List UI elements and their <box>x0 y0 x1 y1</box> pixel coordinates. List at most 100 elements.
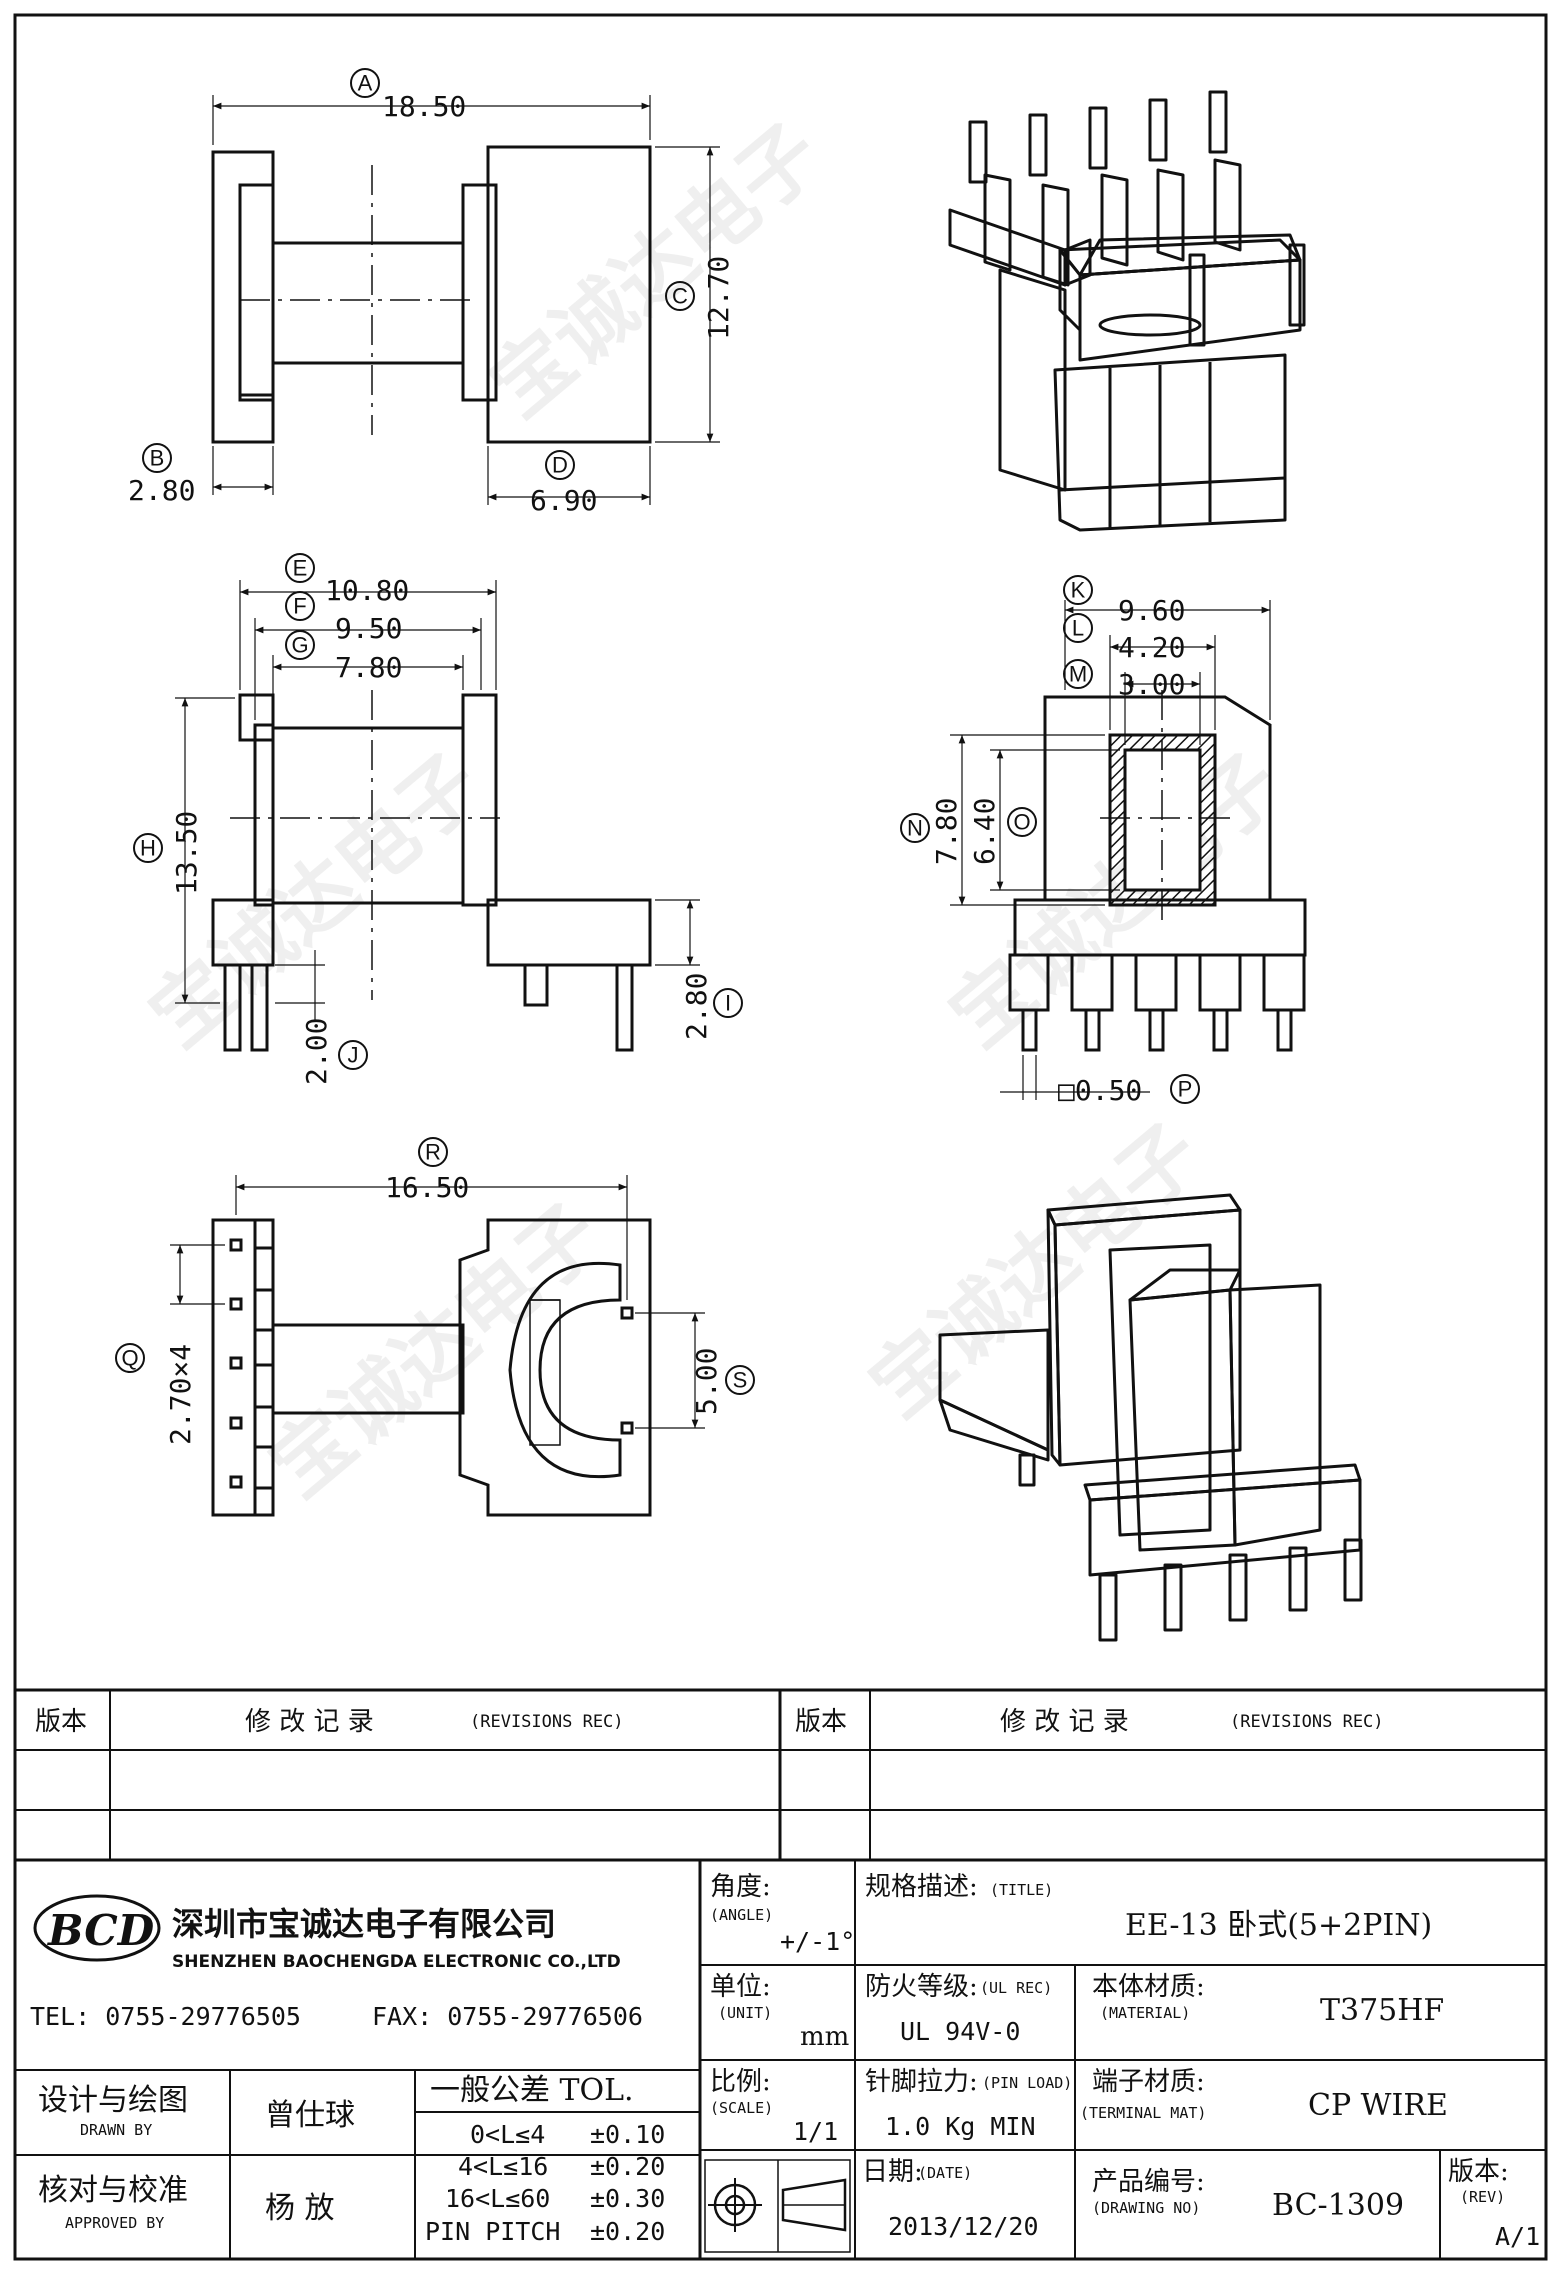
dim-marker-K <box>1063 575 1093 605</box>
dim-N: 7.80 <box>930 798 963 865</box>
svg-text:M: M <box>1069 662 1087 687</box>
svg-text:H: H <box>140 836 156 861</box>
dim-D: 6.90 <box>530 484 597 517</box>
drawing-label-en: (DRAWING NO) <box>1092 2199 1200 2217</box>
side-view-labels: K 9.60 L 4.20 M 3.00 N 7.80 6.40 O □0.50… <box>900 575 1200 1107</box>
rev-version-header-2: 版本 <box>795 1707 847 1737</box>
dim-marker-H <box>133 833 163 863</box>
date-label: 日期: <box>862 2157 923 2187</box>
tol-value-1: ±0.10 <box>590 2120 665 2149</box>
tol-range-2: 4<L≤16 <box>458 2152 548 2181</box>
ul-label-en: (UL REC) <box>980 1979 1052 1997</box>
title-label: 规格描述: <box>865 1872 978 1902</box>
dim-S: 5.00 <box>690 1348 723 1415</box>
dim-Q: 2.70×4 <box>164 1344 197 1445</box>
svg-text:Q: Q <box>121 1346 138 1371</box>
dim-H: 13.50 <box>170 811 203 895</box>
dim-marker-I <box>713 988 743 1018</box>
rev-record-header-1: 修 改 记 录 <box>245 1707 374 1737</box>
dim-M: 3.00 <box>1118 668 1185 701</box>
ul-value: UL 94V-0 <box>900 2017 1020 2046</box>
drawing-label: 产品编号: <box>1092 2167 1205 2197</box>
drawn-label: 设计与绘图 <box>38 2083 188 2118</box>
unit-label-en: (UNIT) <box>718 2004 772 2022</box>
tol-value-2: ±0.20 <box>590 2152 665 2181</box>
dim-L: 4.20 <box>1118 631 1185 664</box>
svg-text:I: I <box>725 991 731 1016</box>
company-info: 深圳市宝诚达电子有限公司 SHENZHEN BAOCHENGDA ELECTRO… <box>30 1905 643 2031</box>
drawn-label-en: DRAWN BY <box>80 2121 152 2139</box>
rev-value: A/1 <box>1495 2222 1540 2251</box>
dim-marker-M <box>1063 659 1093 689</box>
isometric-view-top <box>948 90 1306 532</box>
front-view <box>175 580 700 1052</box>
pinload-value: 1.0 Kg MIN <box>885 2112 1036 2141</box>
svg-text:J: J <box>348 1043 359 1068</box>
rev-version-header-1: 版本 <box>35 1707 87 1737</box>
dim-marker-Q <box>115 1343 145 1373</box>
terminal-label: 端子材质: <box>1092 2067 1205 2097</box>
side-view <box>950 600 1307 1100</box>
dim-G: 7.80 <box>335 651 402 684</box>
dim-marker-L <box>1063 613 1093 643</box>
dim-K: 9.60 <box>1118 594 1185 627</box>
date-value: 2013/12/20 <box>888 2212 1039 2241</box>
dim-marker-N <box>900 813 930 843</box>
rev-label: 版本: <box>1448 2157 1509 2187</box>
drawing-value: BC-1309 <box>1272 2188 1404 2223</box>
title-label-en: (TITLE) <box>990 1881 1053 1899</box>
approved-label: 核对与校准 <box>38 2173 188 2208</box>
angle-value: +/-1° <box>780 1927 855 1956</box>
revision-table-text: 版本 修 改 记 录 (REVISIONS REC) 版本 修 改 记 录 (R… <box>35 1707 1384 1737</box>
dim-marker-R <box>418 1137 448 1167</box>
dim-J: 2.00 <box>300 1018 333 1085</box>
rev-record-header-2: 修 改 记 录 <box>1000 1707 1129 1737</box>
company-name-cn: 深圳市宝诚达电子有限公司 <box>172 1905 556 1943</box>
title-block-fields: 设计与绘图 DRAWN BY 曾仕球 核对与校准 APPROVED BY 杨 放… <box>38 1872 1540 2251</box>
tol-value-4: ±0.20 <box>590 2217 665 2246</box>
dim-R: 16.50 <box>385 1171 469 1204</box>
svg-text:E: E <box>293 556 308 581</box>
dim-marker-C <box>665 281 695 311</box>
dim-marker-E <box>285 553 315 583</box>
material-label-en: (MATERIAL) <box>1100 2004 1190 2022</box>
ul-label: 防火等级: <box>865 1972 978 2002</box>
logo-text: BCD <box>47 1906 155 1955</box>
date-label-en: (DATE) <box>918 2164 972 2182</box>
dim-O: 6.40 <box>968 798 1001 865</box>
dim-F: 9.50 <box>335 612 402 645</box>
unit-value: mm <box>800 2022 849 2052</box>
watermark-text-5: 宝诚达电子 <box>852 1105 1219 1434</box>
svg-text:P: P <box>1178 1077 1193 1102</box>
dim-I: 2.80 <box>680 973 713 1040</box>
top-view <box>211 95 720 505</box>
approved-label-en: APPROVED BY <box>65 2214 164 2232</box>
dim-marker-F <box>285 591 315 621</box>
dim-marker-S <box>725 1365 755 1395</box>
svg-text:F: F <box>293 594 306 619</box>
dim-marker-D <box>545 450 575 480</box>
svg-text:O: O <box>1013 810 1030 835</box>
company-fax: FAX: 0755-29776506 <box>372 2002 643 2031</box>
dim-B: 2.80 <box>128 474 195 507</box>
material-value: T375HF <box>1320 1993 1444 2028</box>
svg-text:C: C <box>672 284 688 309</box>
company-logo: BCD <box>33 1894 161 1962</box>
scale-value: 1/1 <box>793 2117 838 2146</box>
isometric-view-bottom <box>938 1193 1363 1642</box>
svg-text:N: N <box>907 816 923 841</box>
svg-text:B: B <box>150 446 165 471</box>
dim-marker-O <box>1007 807 1037 837</box>
svg-text:S: S <box>733 1368 748 1393</box>
pinload-label-en: (PIN LOAD) <box>982 2074 1072 2092</box>
svg-text:A: A <box>358 71 373 96</box>
tol-range-1: 0<L≤4 <box>470 2120 545 2149</box>
approved-value: 杨 放 <box>265 2191 335 2226</box>
bottom-view <box>170 1175 705 1517</box>
scale-label: 比例: <box>710 2067 771 2097</box>
tol-value-3: ±0.30 <box>590 2184 665 2213</box>
dim-E: 10.80 <box>325 574 409 607</box>
unit-label: 单位: <box>710 1972 771 2002</box>
tol-range-3: 16<L≤60 <box>445 2184 550 2213</box>
